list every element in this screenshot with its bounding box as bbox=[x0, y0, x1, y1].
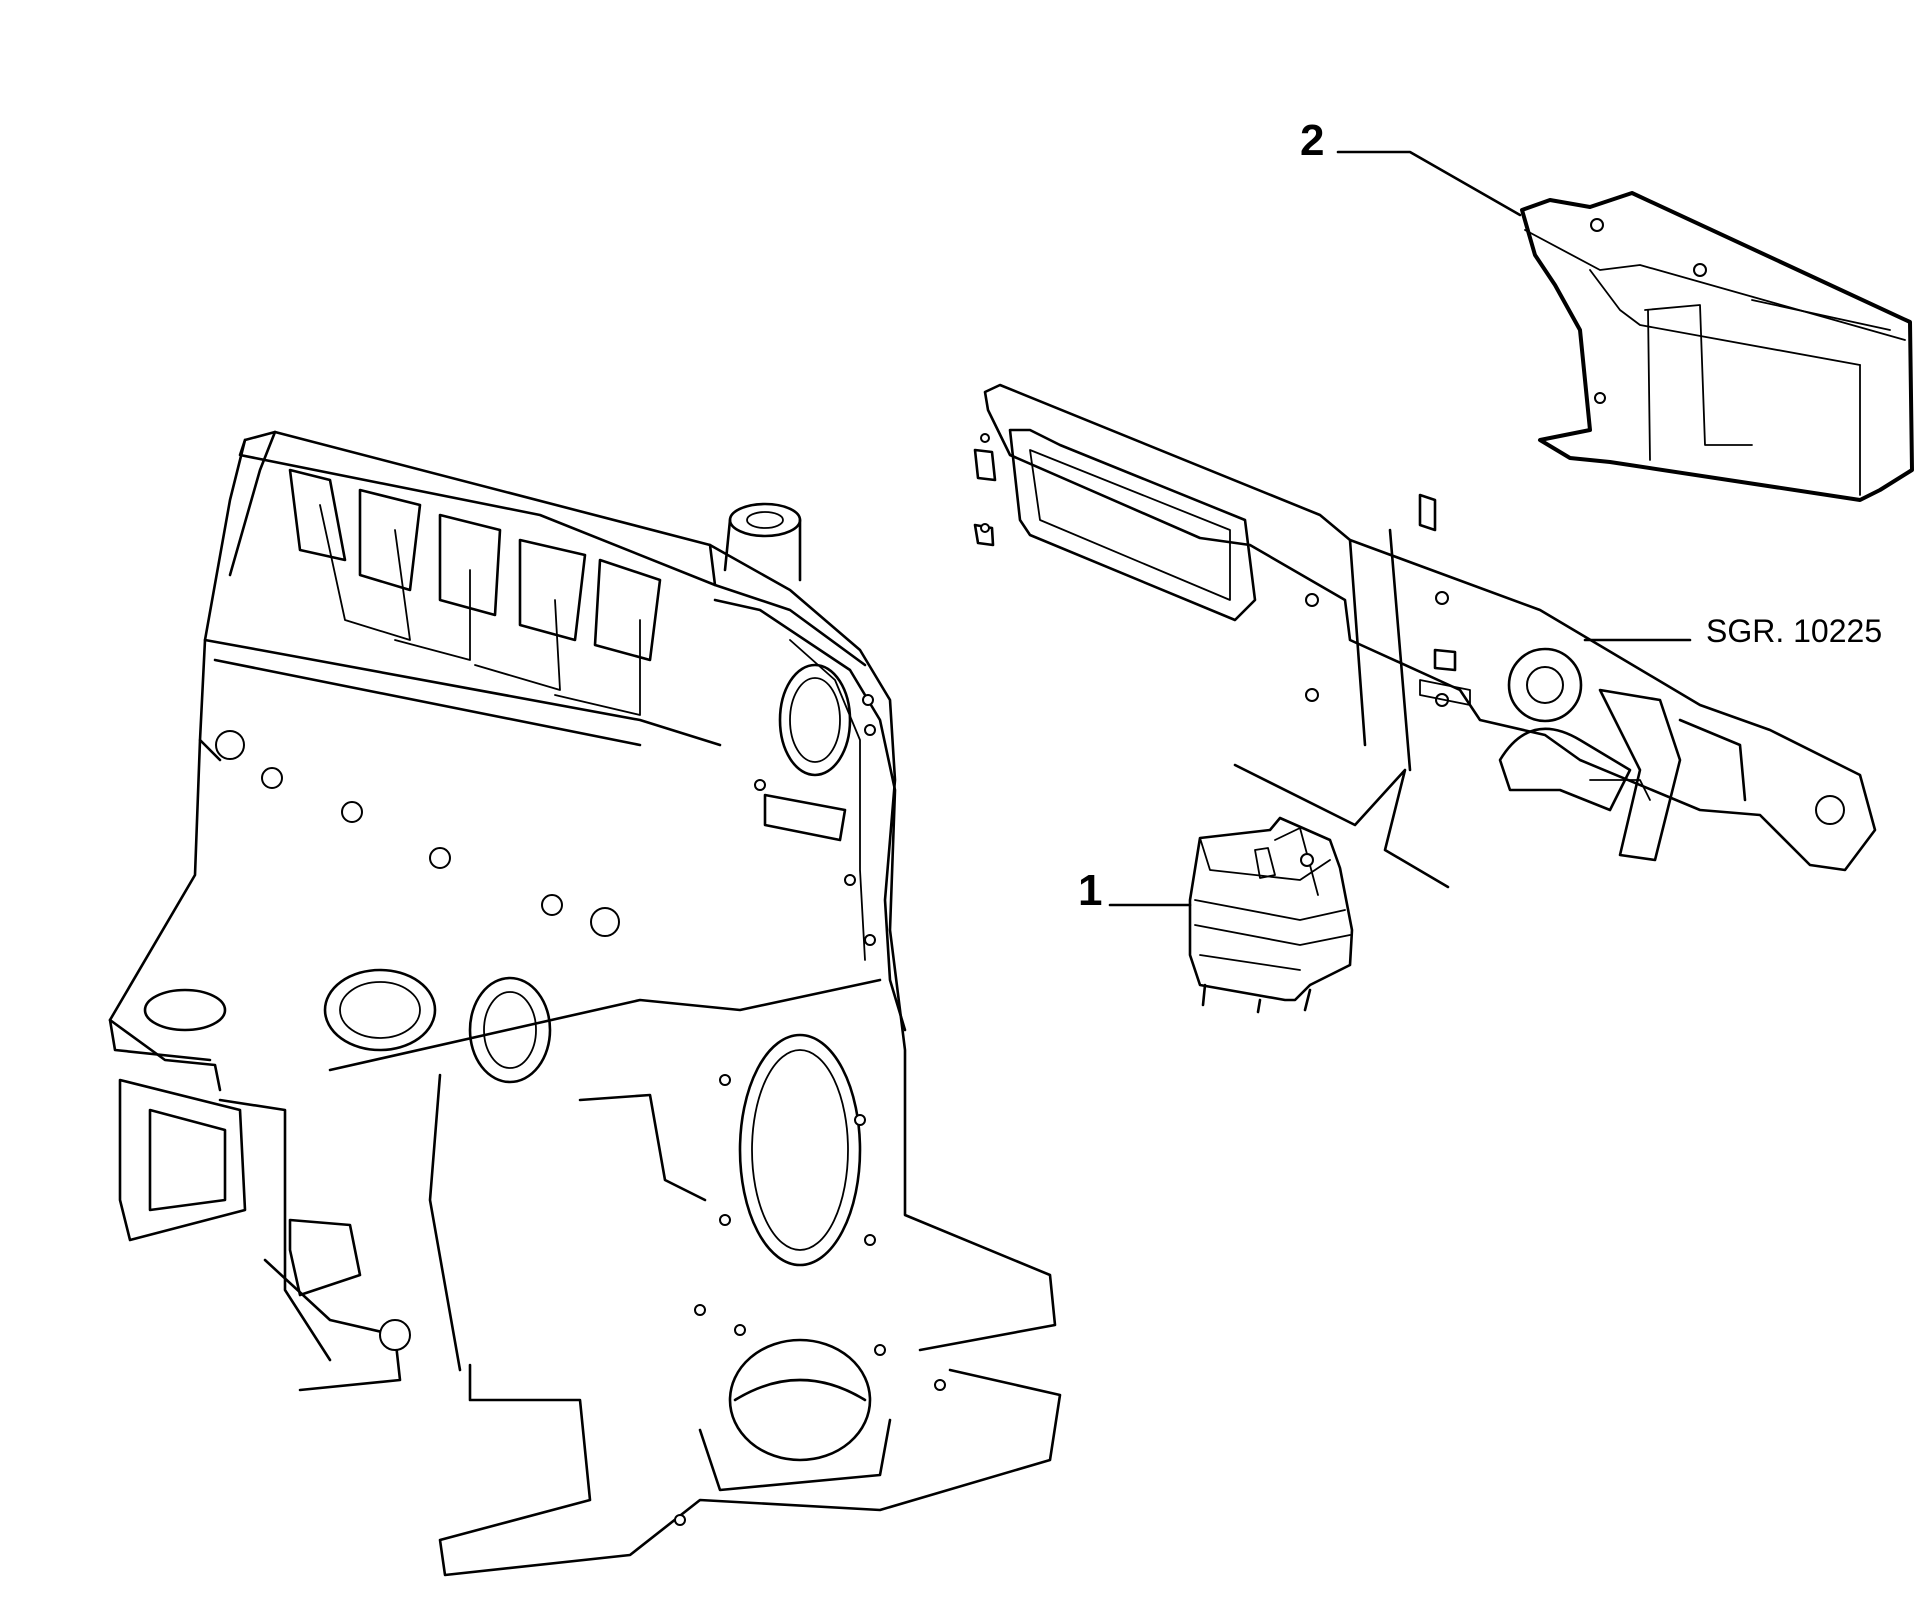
callout-2: 2 bbox=[1300, 116, 1522, 217]
callout-2-number: 2 bbox=[1300, 116, 1324, 165]
callout-1: 1 bbox=[1078, 866, 1192, 915]
callout-1-number: 1 bbox=[1078, 866, 1102, 915]
reference-label: SGR. 10225 bbox=[1706, 613, 1882, 649]
section-break-line bbox=[1233, 763, 1450, 889]
reference-callout: SGR. 10225 bbox=[1583, 613, 1882, 649]
part-2-cover bbox=[1520, 191, 1914, 502]
mounting-bracket-plate bbox=[973, 383, 1877, 872]
callout-2-leader bbox=[1336, 150, 1522, 217]
part-1-connector-block bbox=[1188, 816, 1354, 1014]
engine-block bbox=[108, 430, 1062, 1577]
